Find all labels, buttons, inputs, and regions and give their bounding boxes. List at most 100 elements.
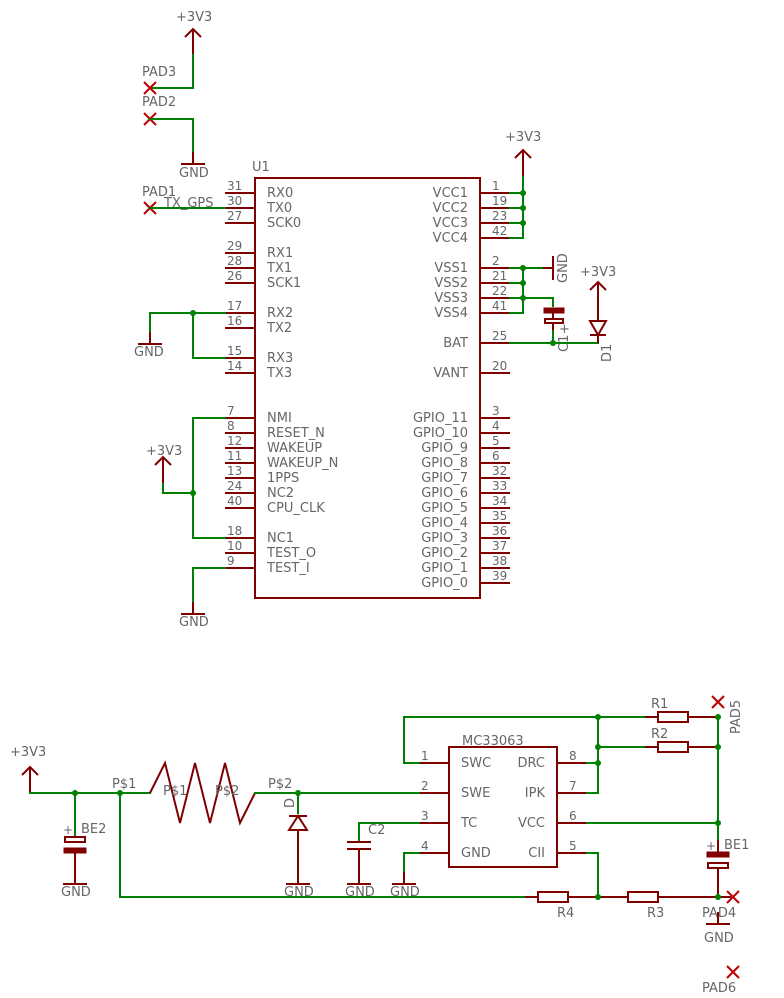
gnd-label-be2: GND	[61, 885, 91, 900]
wire-drc	[586, 716, 599, 764]
u1-right-pin-number: 36	[492, 524, 507, 538]
u1-left-pin-name: RESET_N	[267, 426, 325, 441]
junction-rx2	[190, 310, 196, 316]
u1-left-pin-name: SCK1	[267, 276, 301, 291]
supply-symbol-input	[21, 766, 39, 794]
wire-gnd-pin	[403, 852, 420, 873]
gnd-symbol-ic	[391, 871, 417, 885]
u1-right-pin-name: GPIO_0	[421, 576, 468, 591]
u1-left-pin-number: 30	[227, 194, 242, 208]
gnd-symbol-diode	[285, 871, 311, 885]
wire-pad3	[149, 54, 194, 89]
u1-left-pin-name: TX0	[266, 201, 292, 216]
u1-right-pin-name: VSS1	[434, 261, 468, 276]
be2-label: BE2	[81, 822, 106, 837]
u1-right-pin-number: 21	[492, 269, 507, 283]
wire-tc	[358, 822, 420, 841]
u1-right-pin-name: GPIO_10	[413, 426, 468, 441]
u1-right-pin-name: GPIO_8	[421, 456, 468, 471]
supply-label-vcc: +3V3	[505, 130, 541, 145]
r3-body	[627, 891, 659, 903]
supply-symbol-nmi	[154, 456, 172, 484]
wire-pad2	[149, 118, 194, 159]
u1-left-pin-number: 12	[227, 434, 242, 448]
u1-left-pin-number: 18	[227, 524, 242, 538]
junction-r2-right	[715, 744, 721, 750]
r3-label: R3	[647, 906, 664, 921]
mc33063-left-pin-number: 3	[421, 809, 429, 823]
u1-right-pin-number: 6	[492, 449, 500, 463]
ps2-label: P$2	[268, 777, 292, 792]
gnd-symbol-test	[180, 601, 206, 615]
be2-plus: +	[63, 823, 73, 837]
junction-nmi	[190, 490, 196, 496]
u1-left-pin-number: 31	[227, 179, 242, 193]
gnd-symbol-vss	[543, 256, 554, 280]
coil-ps2-label: P$2	[215, 784, 239, 799]
u1-left-pin-number: 26	[227, 269, 242, 283]
u1-left-pin-number: 14	[227, 359, 242, 373]
c1-plus: +	[559, 322, 570, 337]
u1-right-pin-number: 22	[492, 284, 507, 298]
r4-label: R4	[557, 906, 574, 921]
mc33063-left-pin-name: SWE	[461, 786, 490, 801]
u1-left-pin-name: RX3	[267, 351, 293, 366]
junction-r1-right	[715, 714, 721, 720]
be2-plate-bottom	[63, 847, 87, 854]
r1-label: R1	[651, 697, 668, 712]
pad2-label: PAD2	[142, 95, 176, 110]
u1-left-pin-number: 7	[227, 404, 235, 418]
u1-left-pin-number: 11	[227, 449, 242, 463]
u1-right-pin-name: VSS3	[434, 291, 468, 306]
inductor-coil	[149, 760, 256, 826]
u1-left-pin-name: TX3	[266, 366, 292, 381]
u1-right-pin-number: 2	[492, 254, 500, 268]
u1-right-pin-number: 42	[492, 224, 507, 238]
wire-nmi-supply	[162, 469, 194, 494]
r2-label: R2	[651, 727, 668, 742]
ps1-label: P$1	[112, 777, 136, 792]
mc33063-right-pin-number: 5	[569, 839, 577, 853]
junction-vcc2	[520, 205, 526, 211]
u1-left-pin-name: TX2	[266, 321, 292, 336]
u1-left-pin-name: NMI	[267, 411, 292, 426]
u1-left-pin-name: WAKEUP	[267, 441, 322, 456]
supply-symbol-vcc	[514, 149, 532, 177]
mc33063-right-pin-name: DRC	[518, 756, 545, 771]
u1-left-pin-number: 10	[227, 539, 242, 553]
u1-right-pin-number: 5	[492, 434, 500, 448]
u1-right-pin-number: 19	[492, 194, 507, 208]
be1-plus: +	[706, 839, 716, 853]
u1-left-pin-number: 16	[227, 314, 242, 328]
junction-vcc3	[520, 220, 526, 226]
junction-r2-left	[595, 744, 601, 750]
pad4-label: PAD4	[702, 906, 736, 921]
gnd-label-vss: GND	[556, 253, 571, 283]
r2-body	[657, 741, 689, 753]
u1-left-pin-number: 40	[227, 494, 242, 508]
u1-right-pin-number: 37	[492, 539, 507, 553]
u1-right-pin-name: GPIO_11	[413, 411, 468, 426]
r1-body	[657, 711, 689, 723]
mc33063-body	[448, 746, 558, 868]
mc33063-right-pin-number: 7	[569, 779, 577, 793]
u1-left-pin-name: NC2	[267, 486, 294, 501]
u1-left-pin-name: CPU_CLK	[267, 501, 325, 516]
u1-right-pin-name: GPIO_5	[421, 501, 468, 516]
be2-plate-top	[64, 836, 86, 843]
net-label-tx-gps: TX_GPS	[163, 196, 214, 211]
u1-left-pin-number: 8	[227, 419, 235, 433]
u1-right-pin-number: 32	[492, 464, 507, 478]
u1-right-pin-name: VSS4	[434, 306, 468, 321]
d1-label: D1	[600, 344, 615, 362]
mc33063-left-pin-number: 1	[421, 749, 429, 763]
mc33063-left-pin-number: 2	[421, 779, 429, 793]
u1-right-pin-number: 1	[492, 179, 500, 193]
u1-left-pin-name: RX0	[267, 186, 293, 201]
u1-right-pin-name: VSS2	[434, 276, 468, 291]
pad3-label: PAD3	[142, 65, 176, 80]
junction-bat	[550, 340, 556, 346]
